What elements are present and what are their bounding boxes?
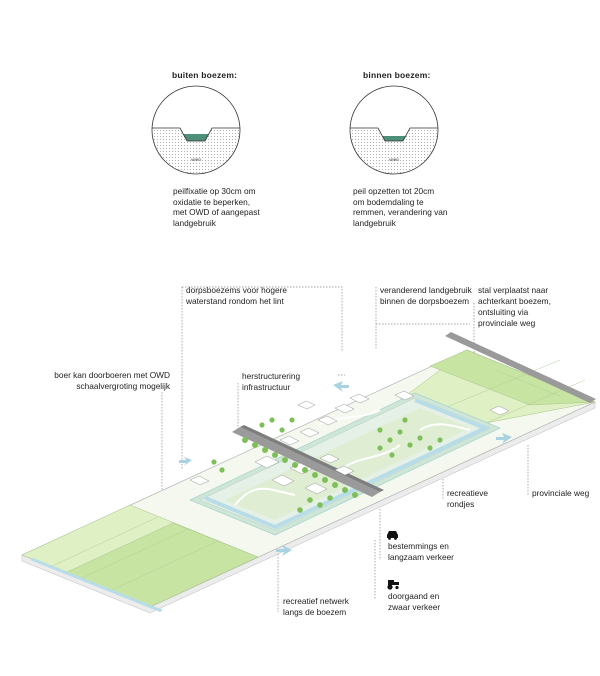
binnen-cross-section: veen — [349, 85, 439, 175]
label-veranderend: veranderend landgebruik binnen de dorpsb… — [380, 285, 472, 306]
water-arrows — [179, 381, 512, 556]
label-stal: stal verplaatst naar achterkant boezem, — [478, 285, 551, 306]
buiten-description: peilfixatie op 30cm om oxidatie te beper… — [173, 186, 260, 228]
binnen-layer-label: veen — [389, 157, 399, 162]
tractor-icon — [387, 580, 399, 590]
buiten-title: buiten boezem: — [172, 70, 238, 80]
buiten-cross-section: veen — [151, 85, 241, 175]
label-bestemmings: bestemmings en langzaam verkeer — [388, 541, 454, 562]
label-doorgaand: doorgaand en zwaar verkeer — [388, 591, 441, 612]
car-icon — [387, 531, 398, 540]
label-provinciale: provinciale weg — [532, 488, 590, 498]
buiten-layer-label: veen — [191, 157, 201, 162]
binnen-description: peil opzetten tot 20cm om bodemdaling te… — [353, 186, 448, 228]
label-boer: boer kan doorboeren met OWD schaalvergro… — [54, 370, 170, 391]
label-recreatieve: recreatieve rondjes — [447, 488, 489, 509]
binnen-title: binnen boezem: — [363, 70, 431, 80]
label-herstructurering: herstructurering infrastructuur — [242, 371, 301, 392]
leader-lines — [161, 286, 529, 612]
label-ontsluiting: ontsluiting via provinciale weg — [478, 307, 536, 328]
trees — [211, 417, 443, 513]
label-dorpsboezems: dorpsboezems voor hogere waterstand rond… — [186, 285, 288, 306]
label-recreatief: recreatief netwerk langs de boezem — [283, 596, 349, 617]
